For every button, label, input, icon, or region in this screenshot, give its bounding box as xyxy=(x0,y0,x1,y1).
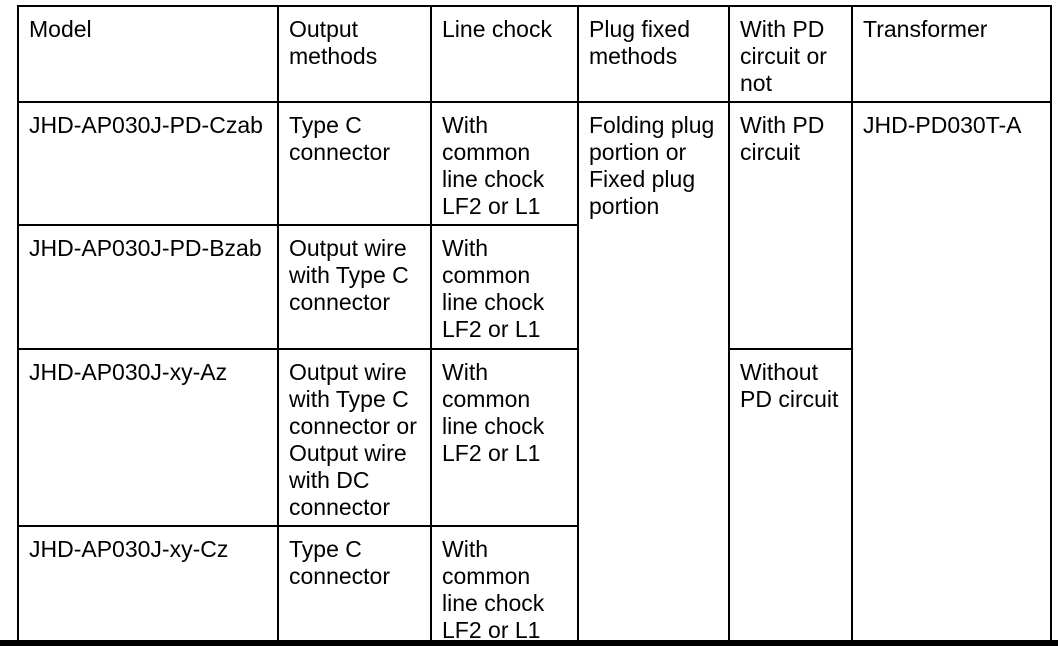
column-header-model: Model xyxy=(17,5,279,103)
cell-pd-circuit-without: Without PD circuit xyxy=(728,348,853,646)
table-row: JHD-AP030J-PD-Bzab Output wire with Type… xyxy=(17,224,1051,350)
product-models-table: Model Output methods Line chock Plug fix… xyxy=(17,5,1052,646)
column-header-line-chock: Line chock xyxy=(430,5,579,103)
cell-line-chock: With common line chock LF2 or L1 xyxy=(430,348,579,527)
table-row: JHD-AP030J-xy-Cz Type C connector With c… xyxy=(17,525,1051,646)
column-header-output-methods: Output methods xyxy=(277,5,432,103)
cell-line-chock: With common line chock LF2 or L1 xyxy=(430,101,579,226)
cell-output-method: Output wire with Type C connector or Out… xyxy=(277,348,432,527)
table-row: JHD-AP030J-PD-Czab Type C connector With… xyxy=(17,101,1052,646)
cell-model: JHD-AP030J-PD-Bzab xyxy=(17,224,279,350)
cell-pd-circuit-with: With PD circuit xyxy=(728,101,853,350)
table-row: JHD-AP030J-xy-Az Output wire with Type C… xyxy=(17,348,1051,646)
cell-output-method: Type C connector xyxy=(277,525,432,646)
cell-output-method: Output wire with Type C connector xyxy=(277,224,432,350)
cell-line-chock: With common line chock LF2 or L1 xyxy=(430,525,579,646)
cell-output-method: Type C connector xyxy=(277,101,432,226)
column-header-plug-fixed-methods: Plug fixed methods xyxy=(577,5,730,103)
cell-transformer: JHD-PD030T-A xyxy=(851,101,1052,646)
cell-plug-fixed-method: Folding plug portion or Fixed plug porti… xyxy=(577,101,730,646)
cell-model: JHD-AP030J-xy-Az xyxy=(17,348,279,527)
cell-model: JHD-AP030J-xy-Cz xyxy=(17,525,279,646)
page-bottom-rule xyxy=(0,640,1058,646)
cell-model: JHD-AP030J-PD-Czab xyxy=(17,101,279,226)
cell-line-chock: With common line chock LF2 or L1 xyxy=(430,224,579,350)
column-header-transformer: Transformer xyxy=(851,5,1052,103)
table-header-row: Model Output methods Line chock Plug fix… xyxy=(17,5,1052,103)
column-header-pd-circuit: With PD circuit or not xyxy=(728,5,853,103)
